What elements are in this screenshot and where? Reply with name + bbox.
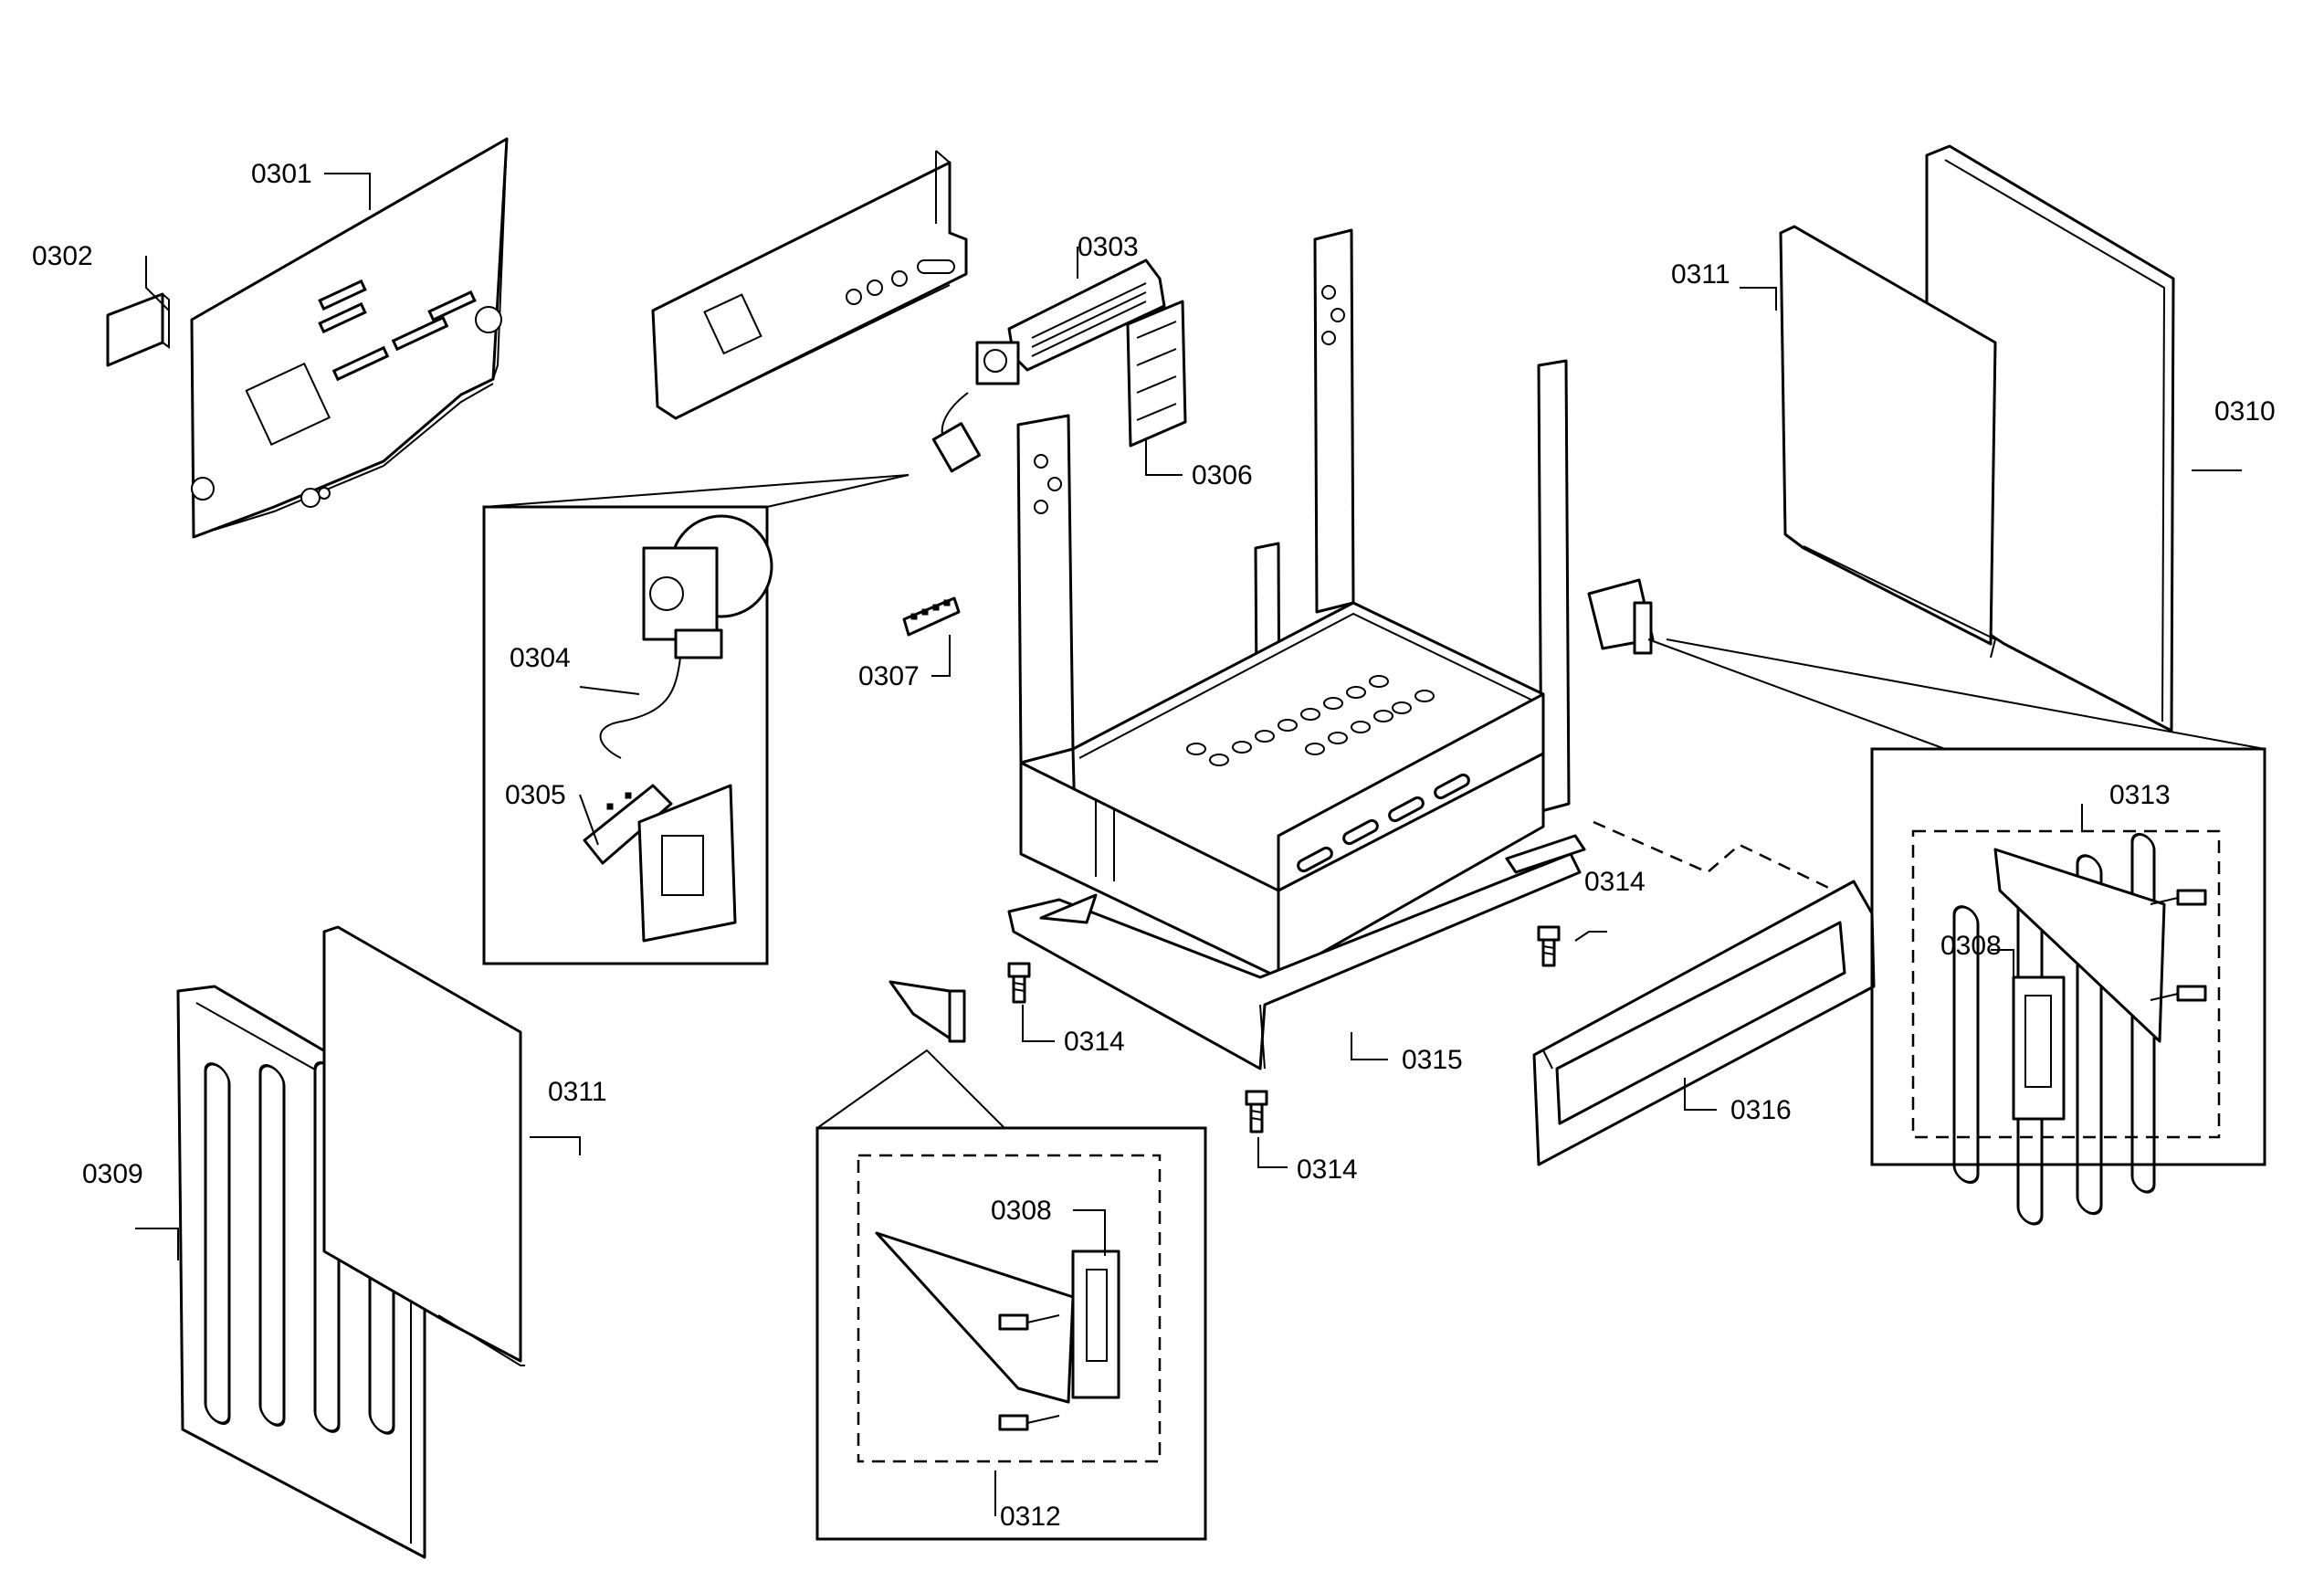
hinge-bracket-part [889,980,966,1043]
rear-panel-part[interactable] [190,137,509,539]
insulation-panel-part[interactable] [1779,225,1997,659]
callout-0314-mid[interactable]: 0314 [1064,1027,1125,1057]
callout-0306[interactable]: 0306 [1192,460,1253,490]
leveling-screw-part[interactable] [1245,1090,1268,1133]
callout-0301[interactable]: 0301 [251,159,312,189]
base-plate-part[interactable] [1007,834,1586,1070]
callout-0305[interactable]: 0305 [505,780,566,810]
callout-0315[interactable]: 0315 [1402,1045,1463,1075]
callout-0309[interactable]: 0309 [82,1159,143,1189]
hinge-detail-box-lower [815,1049,1207,1541]
callout-0308-upper[interactable]: 0308 [1940,931,2002,961]
terminal-block-part[interactable] [902,596,961,637]
callout-0308-lower[interactable]: 0308 [991,1196,1052,1226]
callout-0314-right[interactable]: 0314 [1584,867,1646,897]
blower-motor-part[interactable] [931,258,1166,473]
cover-plate-part[interactable] [106,292,170,367]
floor-vent-holes [1186,675,1435,766]
callout-0303[interactable]: 0303 [1078,232,1139,262]
insulation-panel-part[interactable] [322,925,525,1366]
callout-0310[interactable]: 0310 [2214,396,2276,427]
hinge-detail-box-upper [1647,638,2266,1166]
leveling-screw-part[interactable] [1537,925,1561,967]
callout-leaders [135,173,2242,1516]
callout-0311-bottom[interactable]: 0311 [548,1077,607,1107]
callout-0302[interactable]: 0302 [32,241,93,271]
callout-0311-top[interactable]: 0311 [1671,259,1730,290]
callout-0316[interactable]: 0316 [1730,1095,1792,1125]
callout-0307[interactable]: 0307 [858,661,920,691]
control-board-part[interactable] [1126,300,1187,448]
leveling-screw-part[interactable] [1007,962,1031,1004]
callout-0314-lower[interactable]: 0314 [1297,1155,1358,1185]
chassis-frame-part [1016,228,1571,979]
callout-0304[interactable]: 0304 [510,643,571,673]
kick-panel-part[interactable] [1532,880,1876,1166]
callout-0313[interactable]: 0313 [2109,780,2171,810]
top-rail-part [651,150,968,420]
motor-detail-box [482,474,910,965]
callout-0312[interactable]: 0312 [1000,1502,1061,1532]
hinge-bracket-part [1587,578,1655,655]
